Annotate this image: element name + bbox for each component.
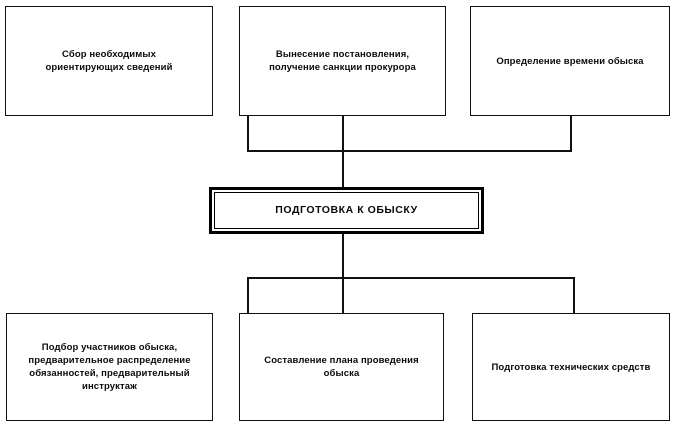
connector-top-bus [247, 150, 572, 152]
node-top-3[interactable]: Определение времени обыска [470, 6, 670, 116]
connector-top-3-stem [570, 116, 572, 151]
node-top-3-label: Определение времени обыска [496, 55, 644, 67]
node-bottom-3-label: Подготовка технических средств [491, 361, 651, 373]
node-bottom-3[interactable]: Подготовка технических средств [472, 313, 670, 421]
connector-top-2-stem [342, 116, 344, 151]
connector-bottom-2-stem [342, 277, 344, 314]
connector-bottom-bus [247, 277, 574, 279]
node-top-1[interactable]: Сбор необходимых ориентирующих сведений [5, 6, 213, 116]
node-top-1-label: Сбор необходимых ориентирующих сведений [45, 49, 173, 73]
connector-top-1-stem [247, 116, 249, 151]
node-top-2[interactable]: Вынесение постановления, получение санкц… [239, 6, 446, 116]
node-bottom-2[interactable]: Составление плана проведения обыска [239, 313, 444, 421]
connector-center-to-bottom [342, 234, 344, 278]
node-top-2-label: Вынесение постановления, получение санкц… [269, 49, 416, 73]
node-bottom-1[interactable]: Подбор участников обыска, предварительно… [6, 313, 213, 421]
node-center-inner-frame: ПОДГОТОВКА К ОБЫСКУ [214, 192, 479, 229]
node-bottom-1-label: Подбор участников обыска, предварительно… [28, 342, 191, 392]
node-center-label: ПОДГОТОВКА К ОБЫСКУ [275, 204, 418, 216]
connector-bottom-1-stem [247, 277, 249, 314]
node-bottom-2-label: Составление плана проведения обыска [264, 355, 419, 379]
node-center-preparation[interactable]: ПОДГОТОВКА К ОБЫСКУ [209, 187, 484, 234]
connector-top-to-center [342, 150, 344, 188]
connector-bottom-3-stem [573, 277, 575, 314]
